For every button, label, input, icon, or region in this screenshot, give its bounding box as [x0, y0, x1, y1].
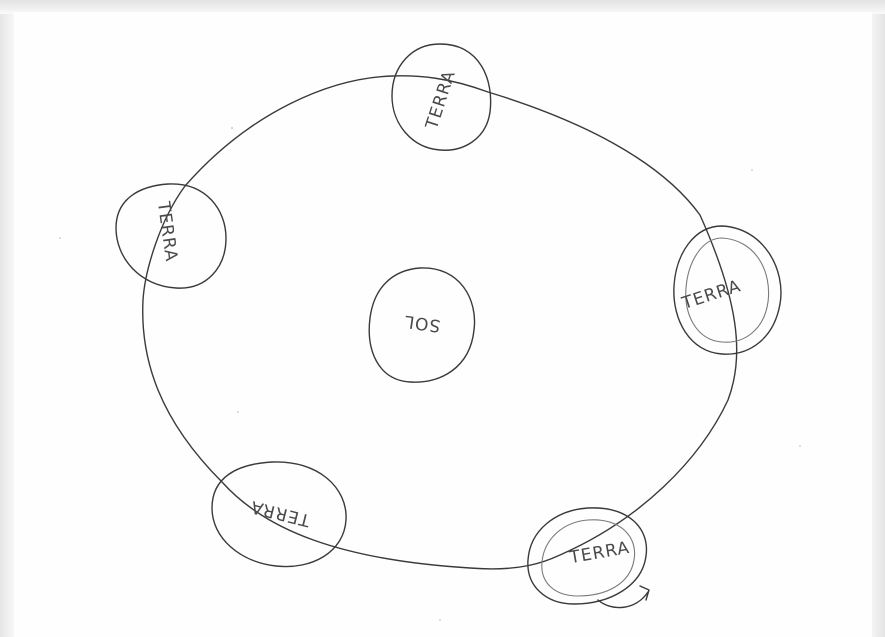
earth-top: TERRA	[392, 44, 491, 150]
earth-bottom-right: TERRA	[528, 508, 649, 608]
earth-bottom-left: TERRA	[212, 462, 346, 567]
earth-left: TERRA	[116, 184, 226, 288]
sun: SOL	[369, 268, 474, 382]
earth-label-bottom-right: TERRA	[567, 538, 631, 568]
earth-label-bottom-left: TERRA	[248, 496, 313, 530]
sun-label: SOL	[403, 311, 442, 336]
earth-label-right: TERRA	[679, 276, 744, 314]
earth-label-left: TERRA	[153, 199, 181, 263]
earth-right: TERRA	[674, 226, 781, 354]
